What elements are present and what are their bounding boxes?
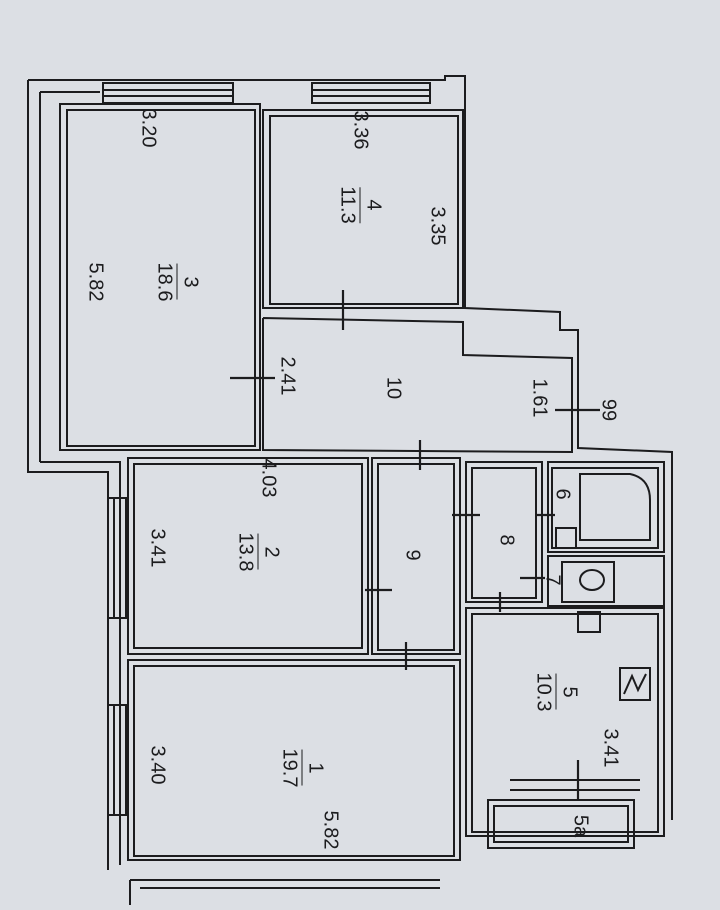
room-6-outline	[547, 461, 665, 553]
room-2-outline	[127, 457, 369, 655]
room-3-area: 18.6	[153, 262, 176, 302]
sink-icon	[555, 527, 577, 549]
window-left-upper	[107, 497, 127, 619]
door-marks	[230, 290, 600, 800]
room-8-outline	[465, 461, 543, 603]
bathtub-icon	[579, 473, 651, 541]
window-top-left	[102, 82, 234, 104]
room-10-number: 10	[382, 376, 405, 400]
room-3-outline	[59, 103, 261, 451]
room-1-number: 1	[304, 762, 327, 774]
room-10-outline	[262, 317, 573, 454]
room-8-number: 8	[495, 534, 518, 546]
room-9-number: 9	[401, 549, 424, 561]
room-7-outline	[547, 555, 665, 607]
room-1-area: 19.7	[278, 748, 301, 788]
room-2-area: 13.8	[234, 532, 257, 572]
toilet-icon	[561, 561, 615, 603]
room-4-outline	[262, 109, 464, 309]
room-5a-number: 5a	[569, 814, 592, 838]
room-1-outline	[127, 659, 461, 861]
window-left-lower	[107, 704, 127, 816]
basin-icon	[577, 611, 601, 633]
window-top-right	[311, 82, 431, 104]
room-3-number: 3	[179, 276, 202, 288]
outer-wall	[27, 75, 673, 870]
room-5-outline	[465, 607, 665, 837]
room-6-number: 6	[551, 488, 574, 500]
room-9-outline	[371, 457, 461, 655]
room-2-number: 2	[260, 546, 283, 558]
room-7-number: 7	[541, 574, 564, 586]
balcony-outline	[487, 779, 640, 849]
room-5-area: 10.3	[532, 672, 555, 712]
stove-icon	[619, 667, 651, 701]
room-4-area: 11.3	[336, 186, 359, 224]
room-5-number: 5	[558, 686, 581, 698]
room-4-number: 4	[362, 199, 385, 211]
